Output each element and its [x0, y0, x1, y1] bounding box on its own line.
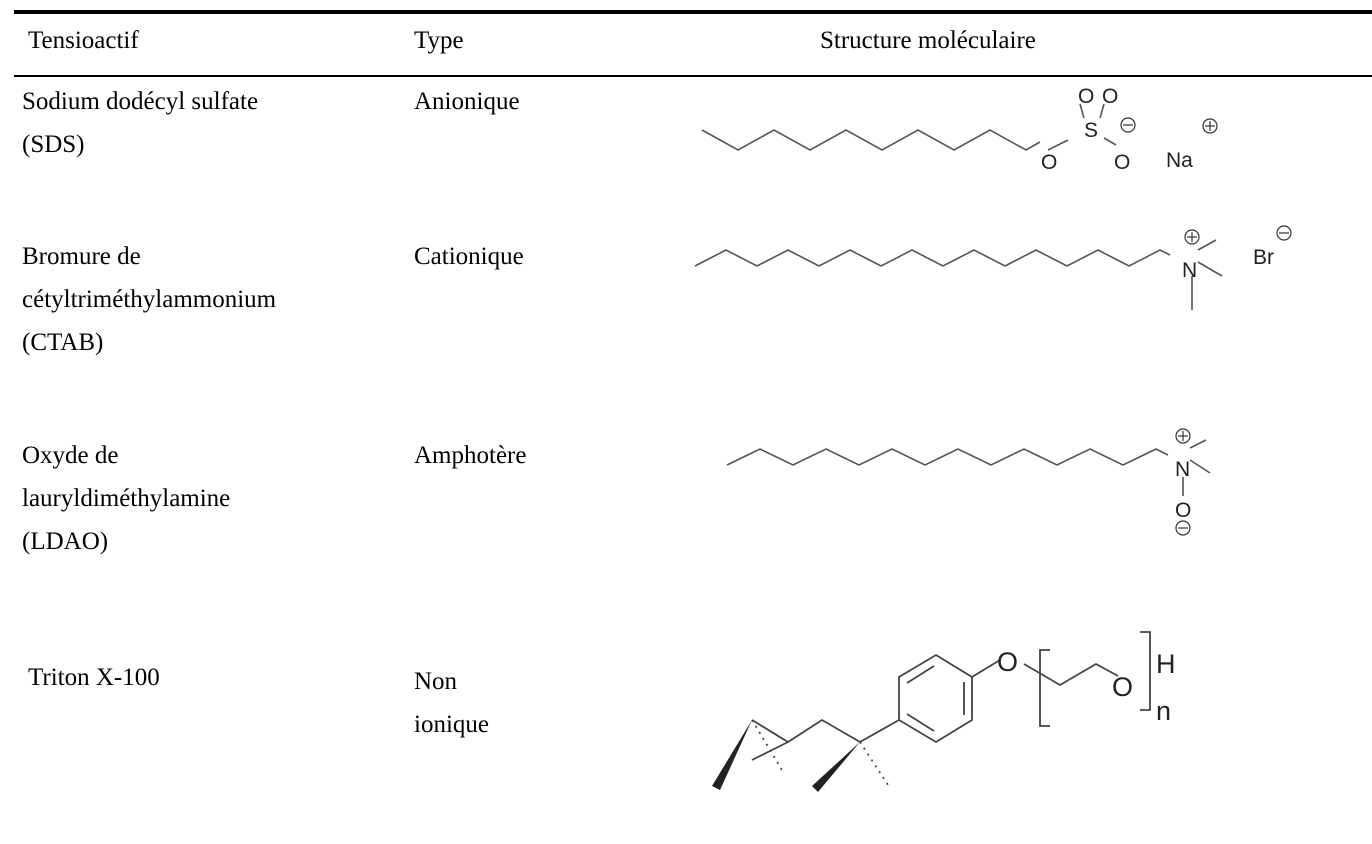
table-top-rule — [14, 10, 1372, 14]
name-line: Triton X-100 — [28, 664, 160, 691]
oxygen-atom: O — [997, 647, 1018, 677]
name-line: (LDAO) — [22, 528, 109, 555]
oxygen-atom: O — [1078, 85, 1094, 108]
name-line: (SDS) — [22, 131, 85, 158]
bromine-atom: Br — [1253, 246, 1274, 269]
table-header-rule — [14, 75, 1372, 77]
surfactant-name: Sodium dodécyl sulfate (SDS) — [22, 80, 258, 166]
positive-charge-icon — [1202, 118, 1218, 134]
type-line: Non — [414, 668, 458, 695]
oxygen-atom: O — [1114, 151, 1130, 174]
surfactant-type: Cationique — [414, 235, 524, 278]
surfactant-type: Amphotère — [414, 434, 526, 477]
surfactant-type: Anionique — [414, 80, 520, 123]
name-line: cétyltriméthylammonium — [22, 286, 277, 313]
header-tensioactif: Tensioactif — [28, 27, 139, 54]
negative-charge-icon — [1276, 225, 1292, 241]
type-line: Amphotère — [414, 442, 527, 469]
oxygen-atom: O — [1175, 499, 1191, 522]
name-line: Sodium dodécyl sulfate — [22, 88, 259, 115]
positive-charge-icon — [1175, 428, 1191, 444]
oxygen-atom: O — [1041, 151, 1057, 174]
header-type: Type — [414, 27, 464, 54]
nitrogen-atom: N — [1182, 259, 1197, 282]
nitrogen-atom: N — [1175, 458, 1190, 481]
type-line: Anionique — [414, 88, 520, 115]
oxygen-atom: O — [1102, 85, 1118, 108]
surfactant-name: Bromure de cétyltriméthylammonium (CTAB) — [22, 235, 276, 364]
name-line: Bromure de — [22, 243, 141, 270]
name-line: lauryldiméthylamine — [22, 485, 231, 512]
sulfur-atom: S — [1084, 119, 1098, 142]
positive-charge-icon — [1184, 229, 1200, 245]
type-line: Cationique — [414, 243, 524, 270]
negative-charge-icon — [1120, 117, 1136, 133]
oxygen-atom: O — [1112, 672, 1133, 702]
hydrogen-atom: H — [1156, 649, 1176, 679]
header-structure: Structure moléculaire — [820, 27, 1036, 54]
surfactant-name: Oxyde de lauryldiméthylamine (LDAO) — [22, 434, 230, 563]
type-line: ionique — [414, 711, 489, 738]
negative-charge-icon — [1175, 520, 1191, 536]
surfactant-type: Non ionique — [414, 660, 489, 746]
repeat-count-label: n — [1156, 696, 1171, 726]
surfactant-name: Triton X-100 — [28, 656, 160, 699]
name-line: Oxyde de — [22, 442, 119, 469]
name-line: (CTAB) — [22, 329, 104, 356]
sodium-atom: Na — [1166, 149, 1193, 172]
